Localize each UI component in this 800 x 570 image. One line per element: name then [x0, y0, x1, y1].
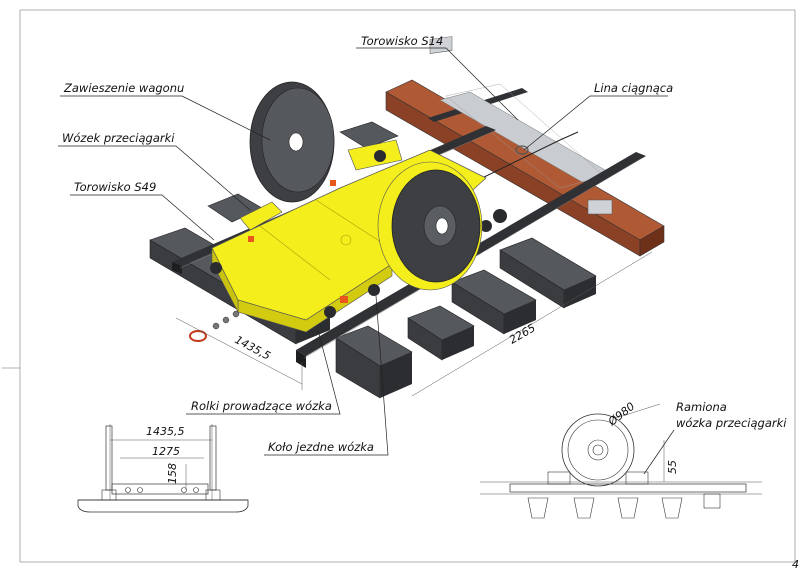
- sheet-frame: [2, 9, 798, 563]
- label-torowisko-s49: Torowisko S49: [74, 180, 156, 194]
- label-lina-ciagnaca: Lina ciągnąca: [594, 81, 673, 95]
- label-ramiona-2: wózka przeciągarki: [676, 416, 787, 430]
- dim-height-front: 158: [166, 463, 179, 484]
- cable-shackle: [189, 145, 529, 342]
- front-view: [77, 424, 249, 513]
- front-wheel: [377, 161, 483, 291]
- label-kolo-jezdne: Koło jezdne wózka: [268, 440, 374, 454]
- label-zawieszenie-wagonu: Zawieszenie wagonu: [63, 81, 184, 95]
- label-torowisko-s14: Torowisko S14: [361, 34, 443, 48]
- dim-gauge-front: 1435,5: [146, 425, 185, 438]
- label-wozek-przeciagarki: Wózek przeciągarki: [62, 131, 175, 145]
- iso-dimension-lines: [175, 251, 653, 397]
- sheet-number: 4: [792, 558, 799, 570]
- pulling-cable: [477, 131, 579, 181]
- dim-inner-front: 1275: [152, 445, 180, 458]
- dim-arm-height: 55: [666, 460, 679, 474]
- dim-wheel-diameter: Ø980: [605, 400, 637, 429]
- label-ramiona-1: Ramiona: [676, 400, 727, 414]
- isometric-assembly: 1435,5 2265: [149, 36, 665, 399]
- guide-rollers: [210, 150, 507, 318]
- rear-wheel: [249, 81, 335, 203]
- label-rolki-prowadzace: Rolki prowadzące wózka: [191, 399, 332, 413]
- callouts: Torowisko S14 Zawieszenie wagonu Lina ci…: [58, 34, 673, 456]
- s14-track: [428, 36, 613, 215]
- side-view: [480, 403, 762, 519]
